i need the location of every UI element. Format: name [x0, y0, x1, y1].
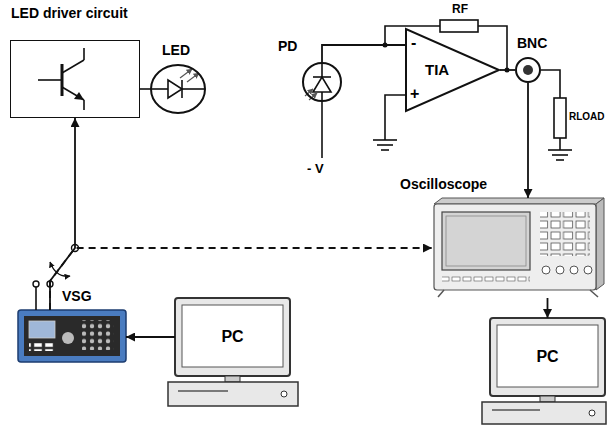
transistor-emitter	[62, 87, 84, 100]
screen-grid	[446, 216, 526, 266]
led-diode-symbol	[168, 80, 182, 98]
ground-symbol	[373, 139, 397, 141]
resistor-symbol	[554, 98, 566, 138]
drive-slot	[178, 390, 228, 392]
monitor-screen	[182, 305, 283, 367]
input-sign: -	[411, 35, 416, 51]
supply-label: - V	[307, 162, 324, 175]
connector	[547, 298, 549, 318]
ground-symbol	[548, 149, 572, 151]
transistor-collector	[62, 60, 84, 73]
ground-symbol	[381, 149, 389, 151]
pd-cathode-bar	[313, 76, 331, 78]
soft-keys	[442, 276, 530, 282]
button-grid	[540, 212, 590, 256]
knob	[570, 266, 578, 274]
vsg-device: VSG	[18, 310, 126, 362]
computer-case	[482, 402, 606, 424]
knob	[542, 266, 550, 274]
oscilloscope-screen	[442, 212, 530, 270]
load-wire	[541, 70, 560, 98]
light-arrow	[187, 73, 199, 82]
knob	[584, 266, 592, 274]
driver-box: LED driver circuit	[10, 40, 140, 118]
resistor-label: RLOAD	[569, 112, 605, 122]
transistor-bar	[61, 64, 64, 96]
node-label: LED driver circuit	[11, 5, 128, 21]
vsg-connectors	[82, 320, 114, 350]
led-outline	[151, 65, 205, 113]
ground-wire	[559, 138, 561, 150]
power-button	[281, 391, 287, 397]
oscilloscope-body	[434, 204, 596, 290]
led-symbol-outline	[150, 64, 206, 114]
oscilloscope-top	[434, 198, 604, 204]
node-label: Oscilloscope	[400, 176, 487, 192]
oscilloscope-foot	[590, 290, 598, 297]
led-lead	[152, 88, 168, 90]
pd-diode-symbol	[313, 77, 331, 92]
ground-symbol	[377, 144, 393, 146]
amplifier-outline	[406, 29, 499, 111]
monitor-frame	[175, 298, 290, 376]
oscilloscope-side	[596, 198, 604, 290]
photodiode-symbol-outline	[302, 62, 342, 102]
bnc-pin	[523, 65, 533, 75]
photodiode-symbol: PD	[302, 62, 342, 102]
computer-case	[168, 382, 298, 406]
ground-wire	[385, 95, 405, 140]
vsg-knob	[62, 332, 74, 344]
connector	[50, 118, 75, 310]
oscilloscope-device: Oscilloscope	[432, 198, 604, 298]
connector	[322, 45, 405, 62]
bnc-outer	[516, 58, 540, 82]
vsg-front-panel	[24, 316, 120, 356]
dashed-connector	[50, 248, 432, 310]
input-sign: +	[410, 86, 419, 102]
led-lead	[182, 88, 204, 90]
connector	[126, 336, 175, 338]
transistor-collector-lead	[83, 48, 85, 60]
connector	[527, 83, 529, 198]
vsg-display	[29, 321, 55, 338]
switch-lead	[35, 287, 37, 310]
bnc-connector-outline	[515, 57, 541, 83]
connector	[500, 69, 515, 71]
photodiode-outline	[303, 63, 341, 101]
power-button	[589, 410, 595, 416]
vsg-case	[18, 310, 126, 362]
monitor-screen	[497, 325, 598, 387]
oscilloscope-foot	[438, 290, 444, 297]
node-label: BNC	[517, 35, 547, 51]
node-label: PD	[278, 38, 297, 54]
knob	[556, 266, 564, 274]
pd-lead	[321, 62, 323, 77]
node-label: TIA	[425, 61, 449, 78]
led-symbol: LED	[150, 64, 206, 114]
bnc-connector: BNC	[515, 57, 541, 83]
pc-monitor: PC	[490, 318, 605, 396]
node-label: PC	[221, 328, 243, 346]
node-label: VSG	[62, 288, 92, 304]
ground-symbol	[552, 154, 568, 156]
monitor-stand	[540, 396, 555, 402]
drive-slot	[492, 409, 540, 411]
vsg-keys	[29, 343, 55, 351]
resistor-symbol	[440, 20, 478, 32]
transistor-arrow	[74, 92, 84, 100]
monitor-stand	[225, 376, 240, 382]
transistor-emitter-lead	[83, 100, 85, 110]
pc-monitor: PC	[175, 298, 290, 376]
light-arrow	[180, 69, 192, 78]
ground-symbol	[556, 159, 564, 161]
node-label: LED	[162, 42, 190, 58]
resistor-label: RF	[452, 3, 468, 15]
switch-terminal	[33, 281, 39, 287]
node-label: PC	[536, 348, 558, 366]
monitor-frame	[490, 318, 605, 396]
transistor-base	[38, 79, 62, 81]
